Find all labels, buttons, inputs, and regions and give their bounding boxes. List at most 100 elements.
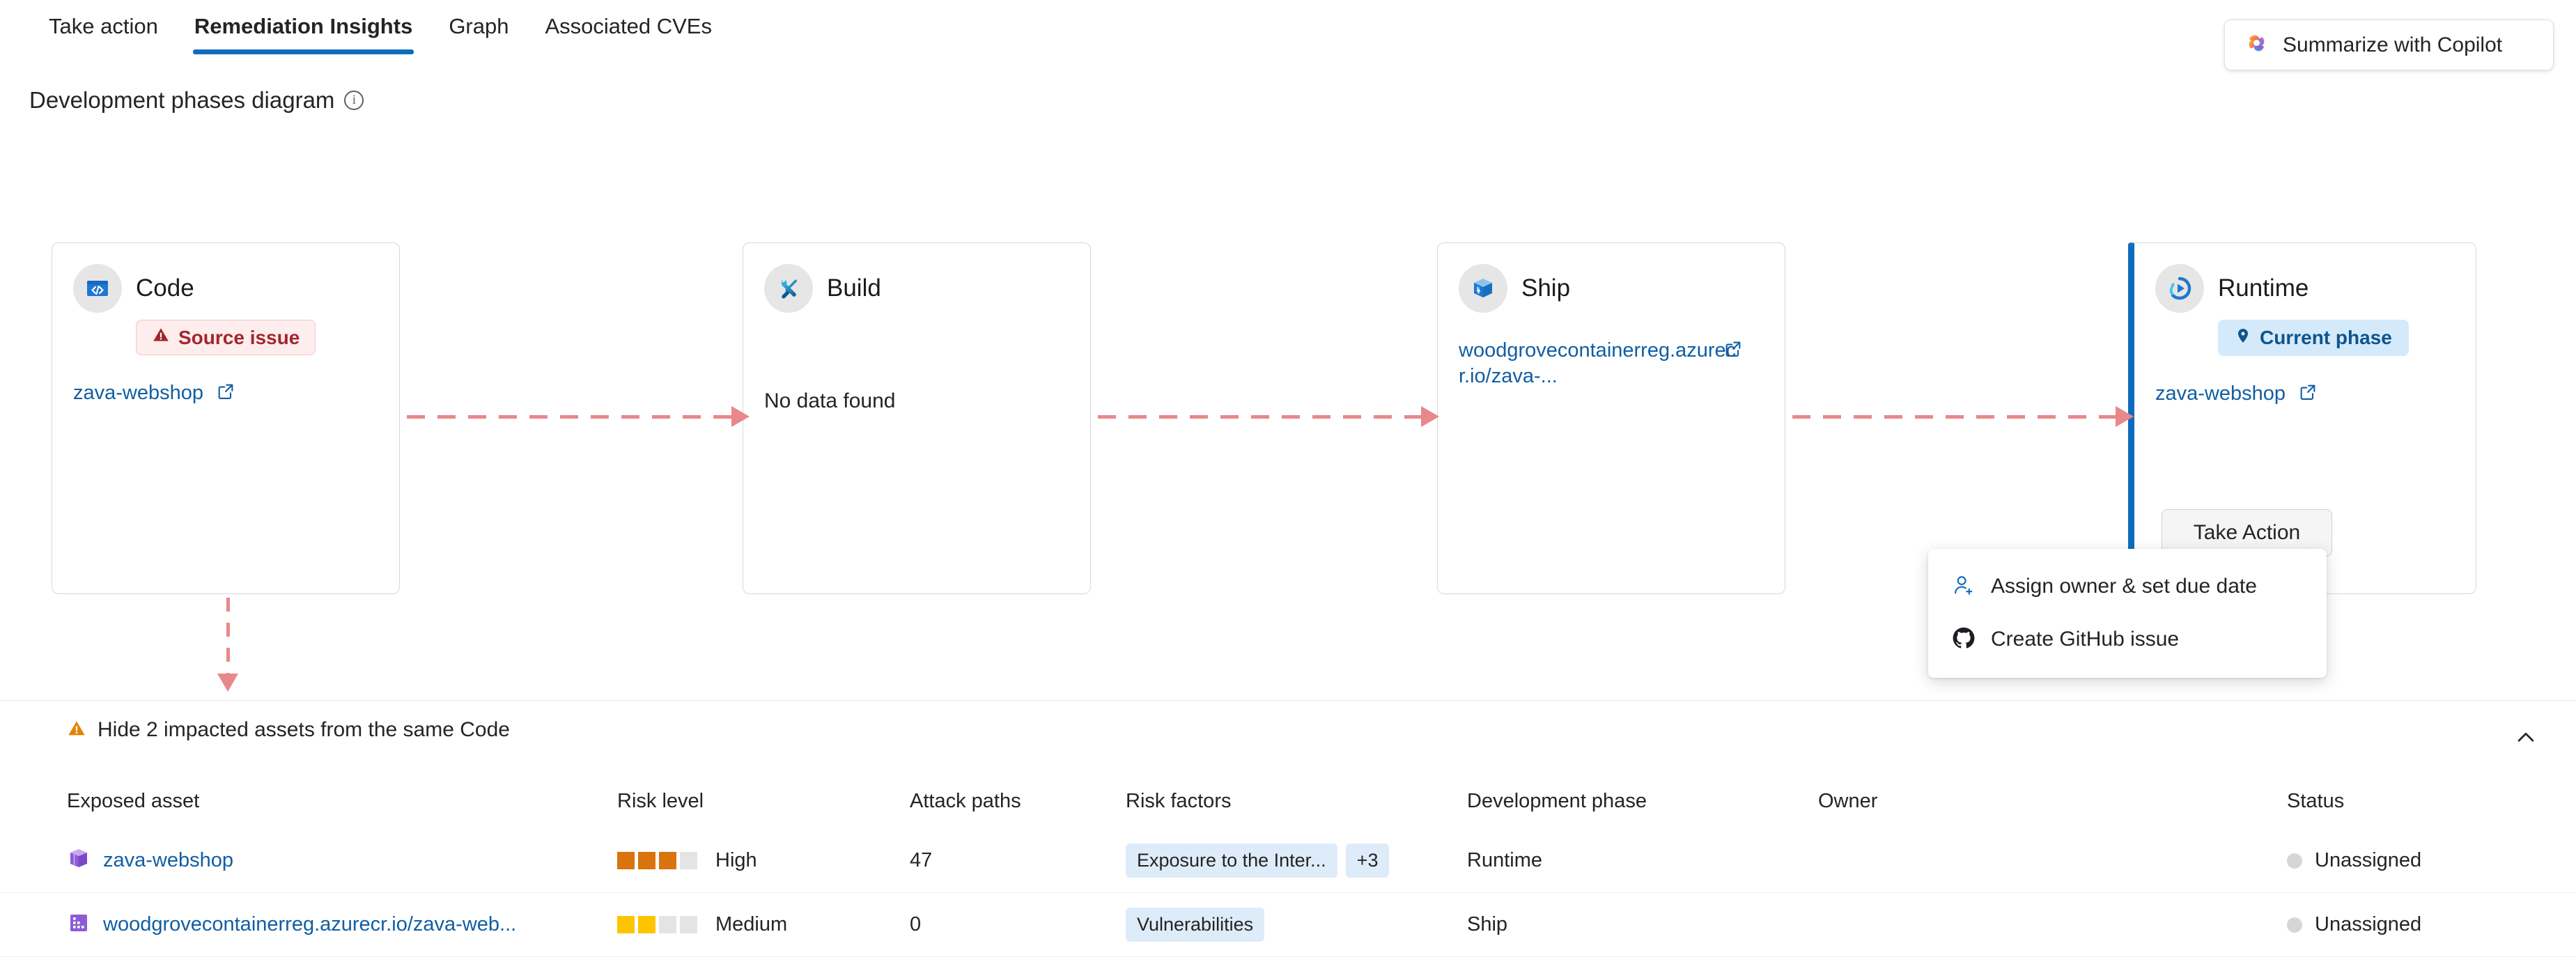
attack-paths-value: 0 [910,913,922,935]
phase-name-code: Code [136,274,194,302]
risk-factors-cell: Vulnerabilities [1126,908,1265,942]
external-link-icon [2298,382,2318,405]
menu-item-assign-owner[interactable]: Assign owner & set due date [1928,560,2327,613]
external-link-icon [216,382,235,405]
column-header-risk-factors: Risk factors [1126,789,1232,812]
tab-associated-cves[interactable]: Associated CVEs [545,14,712,38]
tools-icon [764,264,813,313]
tab-remediation-insights[interactable]: Remediation Insights [176,0,430,60]
phase-body-ship: woodgrovecontainerreg.azurecr.io/zava-..… [1459,338,1764,389]
phase-header-build: Build [764,264,1069,313]
connector-ship-to-runtime [1792,406,2134,427]
risk-factor-chip[interactable]: Exposure to the Inter... [1126,844,1337,878]
menu-item-create-github-issue-label: Create GitHub issue [1991,628,2180,651]
runtime-play-icon [2155,264,2204,313]
column-header-attack-paths: Attack paths [910,789,1021,812]
status-dot-icon [2287,853,2302,869]
code-window-icon [73,264,122,313]
purple-box-icon [67,847,91,874]
phase-card-ship[interactable]: Ship woodgrovecontainerreg.azurecr.io/za… [1437,242,1785,594]
table-row[interactable]: woodgrovecontainerreg.azurecr.io/zava-we… [0,893,2576,957]
phase-body-runtime: zava-webshop [2155,381,2455,407]
table-header-row: Exposed asset Risk level Attack paths Ri… [0,773,2576,829]
warning-triangle-icon [152,326,170,349]
take-action-context-menu: Assign owner & set due date Create GitHu… [1928,549,2327,678]
summarize-with-copilot-button[interactable]: Summarize with Copilot [2224,20,2554,70]
status-badge: Unassigned [2287,913,2421,936]
page-title: Development phases diagram i [29,87,364,114]
status-badge: Unassigned [2287,849,2421,872]
runtime-asset-link[interactable]: zava-webshop [2155,381,2434,407]
development-phases-diagram: Code Source issue zava-webshop [0,230,2576,599]
phase-name-runtime: Runtime [2218,274,2309,302]
tab-bar: Take action Remediation Insights Graph A… [0,0,2576,60]
connector-build-to-ship [1098,406,1439,427]
person-add-icon [1952,573,1976,600]
copilot-icon [2244,31,2269,59]
column-header-development-phase: Development phase [1467,789,1647,812]
risk-level-label: Medium [715,913,788,935]
section-divider [0,700,2576,701]
tab-take-action[interactable]: Take action [49,14,158,38]
risk-level-cell: High [617,849,757,872]
tab-graph[interactable]: Graph [449,14,509,38]
status-dot-icon [2287,917,2302,933]
status-badge-current-phase: Current phase [2218,320,2409,356]
external-link-icon [1723,339,1743,362]
section-title-text: Development phases diagram [29,87,335,113]
collapse-section-button[interactable] [2508,721,2544,757]
purple-registry-icon [67,911,91,938]
code-asset-link[interactable]: zava-webshop [73,380,352,406]
copilot-button-label: Summarize with Copilot [2283,33,2503,56]
phase-header-runtime: Runtime [2155,264,2455,313]
risk-factors-cell: Exposure to the Inter... +3 [1126,844,1390,878]
table-row[interactable]: zava-webshop High 47 Exposure to the Int… [0,829,2576,893]
risk-level-cell: Medium [617,913,787,936]
asset-cell[interactable]: woodgrovecontainerreg.azurecr.io/zava-we… [67,911,516,938]
status-label: Unassigned [2315,849,2422,871]
risk-factor-chip[interactable]: Vulnerabilities [1126,908,1265,942]
connector-code-to-build [407,406,750,427]
column-header-exposed-asset: Exposed asset [67,789,200,812]
risk-level-squares [617,916,697,933]
build-no-data-text: No data found [764,389,896,412]
code-asset-link-text: zava-webshop [73,382,203,404]
risk-level-squares [617,852,697,869]
phase-body-code: zava-webshop [73,380,378,406]
column-header-status: Status [2287,789,2345,812]
info-icon[interactable]: i [344,91,364,110]
ship-asset-link[interactable]: woodgrovecontainerreg.azurecr.io/zava-..… [1459,338,1741,389]
source-issue-label: Source issue [178,326,300,348]
asset-link-text: woodgrovecontainerreg.azurecr.io/zava-we… [103,913,517,935]
warning-triangle-icon [67,719,86,742]
hide-impacted-assets-toggle[interactable]: Hide 2 impacted assets from the same Cod… [67,718,510,742]
location-pin-icon [2235,327,2251,349]
column-header-risk-level: Risk level [617,789,704,812]
development-phase-value: Runtime [1467,849,1542,871]
chevron-up-icon [2514,726,2538,753]
status-badge-source-issue: Source issue [136,320,316,355]
development-phase-value: Ship [1467,913,1508,935]
current-phase-label: Current phase [2260,327,2392,348]
attack-paths-value: 47 [910,849,933,871]
exposed-assets-table: Exposed asset Risk level Attack paths Ri… [0,773,2576,957]
phase-card-code[interactable]: Code Source issue zava-webshop [52,242,400,594]
phase-header-ship: Ship [1459,264,1764,313]
phase-card-runtime[interactable]: Runtime Current phase zava-webshop [2128,242,2476,594]
risk-factor-more-chip[interactable]: +3 [1345,844,1390,878]
menu-item-assign-owner-label: Assign owner & set due date [1991,575,2257,598]
phase-header-code: Code [73,264,378,313]
phase-card-build[interactable]: Build No data found [743,242,1091,594]
asset-link-text: zava-webshop [103,849,233,871]
github-icon [1952,626,1976,653]
phase-name-build: Build [827,274,881,302]
menu-item-create-github-issue[interactable]: Create GitHub issue [1928,613,2327,666]
risk-level-label: High [715,849,757,871]
ship-asset-link-text: woodgrovecontainerreg.azurecr.io/zava-..… [1459,339,1737,388]
phase-name-ship: Ship [1521,274,1571,302]
asset-cell[interactable]: zava-webshop [67,847,233,874]
status-label: Unassigned [2315,913,2422,935]
hide-impacted-assets-label: Hide 2 impacted assets from the same Cod… [98,718,510,741]
phase-body-build: No data found [764,389,1069,413]
connector-code-to-assets [217,598,238,692]
